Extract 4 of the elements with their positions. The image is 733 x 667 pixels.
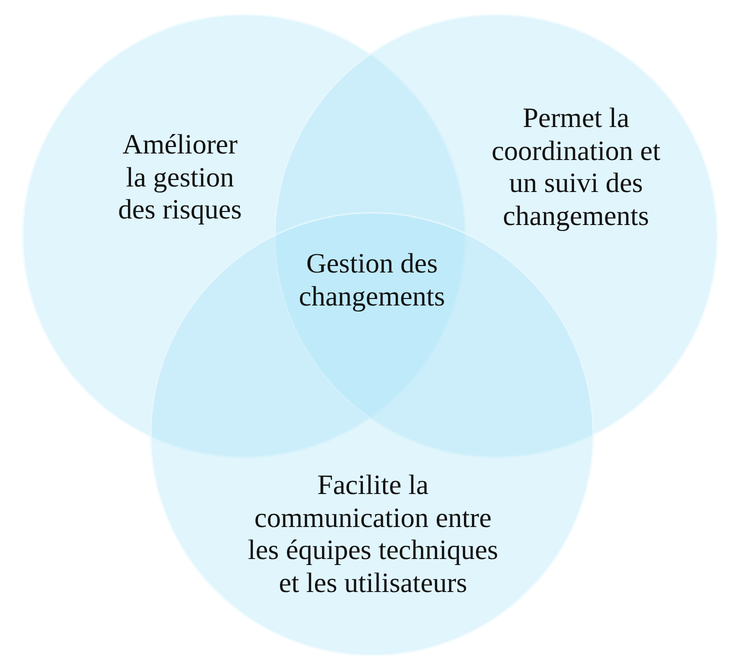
circle-label: Améliorer la gestion des risques	[117, 129, 243, 227]
circle-label: Facilite la communication entre les équipes techniques et les utilisateurs	[246, 470, 500, 600]
circle-label: Permet la coordination et un suivi des changements	[490, 103, 662, 233]
intersection-label: Gestion des changements	[298, 248, 446, 314]
